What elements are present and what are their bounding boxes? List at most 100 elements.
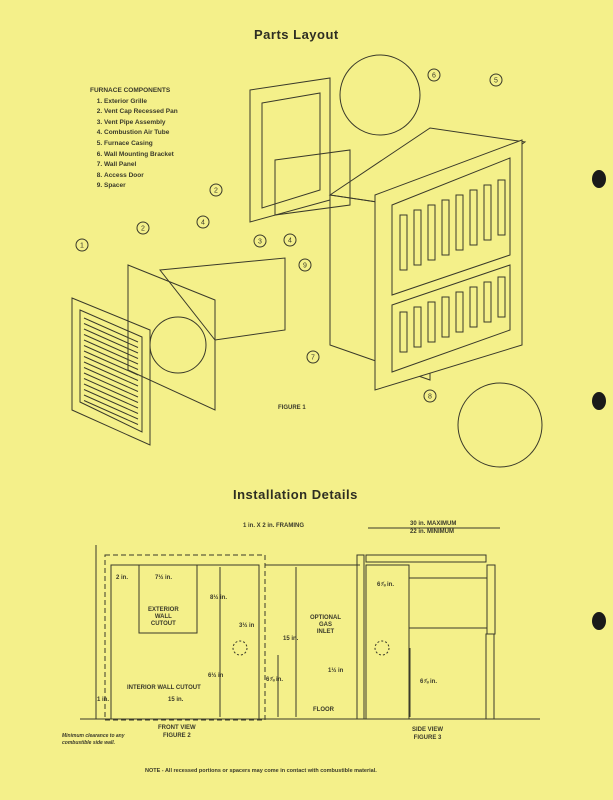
- dim-height: 8½ in.: [210, 595, 228, 601]
- text-line: FIGURE 2: [163, 733, 191, 739]
- grille-slat: [83, 378, 139, 403]
- floor-label: FLOOR: [313, 707, 334, 713]
- louvre: [413, 306, 422, 348]
- punch-hole: [592, 612, 606, 630]
- dim-1in: 1 in.: [97, 697, 110, 703]
- legend-item: Wall Panel: [104, 160, 178, 171]
- dim-6-right: 6⅞ in.: [266, 677, 284, 683]
- legend-item: Access Door: [104, 171, 178, 182]
- text-line: combustible side wall.: [62, 740, 116, 746]
- exterior-grille-drawing: [71, 297, 151, 446]
- callout-marker: 7: [306, 350, 320, 364]
- legend-item: Spacer: [104, 181, 178, 192]
- louvre: [455, 291, 464, 333]
- grille-slat: [83, 356, 139, 381]
- figure-1-label: FIGURE 1: [278, 405, 306, 411]
- louvre: [483, 281, 492, 323]
- side-dim-1half: 1½ in: [328, 668, 344, 674]
- side-dim-height: 6⅞ in.: [420, 679, 438, 685]
- grille-slat: [83, 339, 139, 365]
- callout-marker: 8: [423, 389, 437, 403]
- callout-marker: 1: [75, 238, 89, 252]
- text-line: GAS: [318, 622, 332, 628]
- punch-hole: [592, 170, 606, 188]
- components-legend: FURNACE COMPONENTS Exterior Grille Vent …: [90, 86, 178, 192]
- louvre: [441, 296, 450, 338]
- detail-circle: [339, 54, 421, 136]
- callout-number: 4: [288, 238, 292, 245]
- callout-number: 9: [303, 263, 307, 270]
- text-line: Minimum clearance to any: [62, 733, 125, 739]
- detail-circle: [457, 382, 543, 468]
- grille-slat: [83, 389, 139, 414]
- callout-marker: 3: [253, 234, 267, 248]
- legend-title: FURNACE COMPONENTS: [90, 87, 171, 94]
- grille-slat: [83, 323, 139, 348]
- legend-item: Exterior Grille: [104, 97, 178, 108]
- louvre: [427, 301, 436, 343]
- legend-item: Combustion Air Tube: [104, 128, 178, 139]
- callout-number: 4: [201, 220, 205, 227]
- callout-number: 3: [258, 239, 262, 246]
- side-max-label: 30 in. MAXIMUM: [410, 521, 457, 527]
- callout-marker: 4: [196, 215, 210, 229]
- grille-slat: [83, 372, 139, 398]
- louvre: [469, 286, 478, 328]
- installation-details-title: Installation Details: [233, 487, 358, 502]
- callout-marker: 9: [298, 258, 312, 272]
- callout-number: 2: [214, 188, 218, 195]
- callout-marker: 2: [209, 183, 223, 197]
- louvre: [399, 214, 408, 271]
- grille-slat: [83, 328, 139, 354]
- grille-slat: [83, 394, 139, 420]
- louvre: [469, 189, 478, 246]
- callout-number: 7: [311, 355, 315, 362]
- installation-note: NOTE - All recessed portions or spacers …: [145, 768, 377, 774]
- dim-6-left: 6½ in: [208, 673, 224, 679]
- text-line: SIDE VIEW: [412, 727, 444, 733]
- dim-width: 7½ in.: [155, 575, 173, 581]
- louvre: [497, 179, 506, 236]
- interior-cutout-label: INTERIOR WALL CUTOUT: [127, 685, 201, 691]
- callout-marker: 4: [283, 233, 297, 247]
- callout-number: 2: [141, 226, 145, 233]
- punch-hole: [592, 392, 606, 410]
- side-min-label: 22 in. MINIMUM: [410, 529, 455, 535]
- text-line: FIGURE 3: [413, 735, 442, 741]
- louvre: [399, 311, 408, 353]
- louvre: [441, 199, 450, 256]
- louvre: [455, 194, 464, 251]
- legend-item: Wall Mounting Bracket: [104, 150, 178, 161]
- grille-slat: [83, 361, 139, 387]
- louvre: [427, 204, 436, 261]
- callout-number: 6: [432, 73, 436, 80]
- callout-marker: 6: [427, 68, 441, 82]
- callout-marker: 5: [489, 73, 503, 87]
- clearance-note: Minimum clearance to any combustible sid…: [62, 733, 125, 747]
- grille-slat: [83, 317, 139, 343]
- parts-layout-title: Parts Layout: [254, 27, 339, 42]
- callout-number: 8: [428, 394, 432, 401]
- combustion-air-tube-drawing: [159, 257, 286, 341]
- grille-slat: [83, 345, 139, 370]
- text-line: EXTERIOR: [148, 607, 179, 613]
- furnace-casing-drawing: [328, 127, 527, 391]
- side-view-caption: SIDE VIEW FIGURE 3: [412, 726, 443, 742]
- side-dim-top: 6⅞ in.: [377, 582, 395, 588]
- callout-number: 1: [80, 243, 84, 250]
- framing-label: 1 in. X 2 in. FRAMING: [243, 523, 305, 529]
- grille-slat: [83, 400, 139, 425]
- louvre: [413, 209, 422, 266]
- vent-cap-pan-drawing: [127, 264, 216, 411]
- exterior-cutout-label: EXTERIOR WALL CUTOUT: [148, 607, 179, 628]
- grille-slat: [83, 383, 139, 409]
- front-view-caption: FRONT VIEW FIGURE 2: [158, 724, 196, 740]
- gas-inlet-label: OPTIONAL GAS INLET: [310, 615, 341, 636]
- grille-slat: [83, 334, 139, 359]
- text-line: WALL: [154, 614, 172, 620]
- dim-2in: 2 in.: [116, 575, 129, 581]
- legend-item: Vent Cap Recessed Pan: [104, 107, 178, 118]
- text-line: FRONT VIEW: [158, 725, 196, 731]
